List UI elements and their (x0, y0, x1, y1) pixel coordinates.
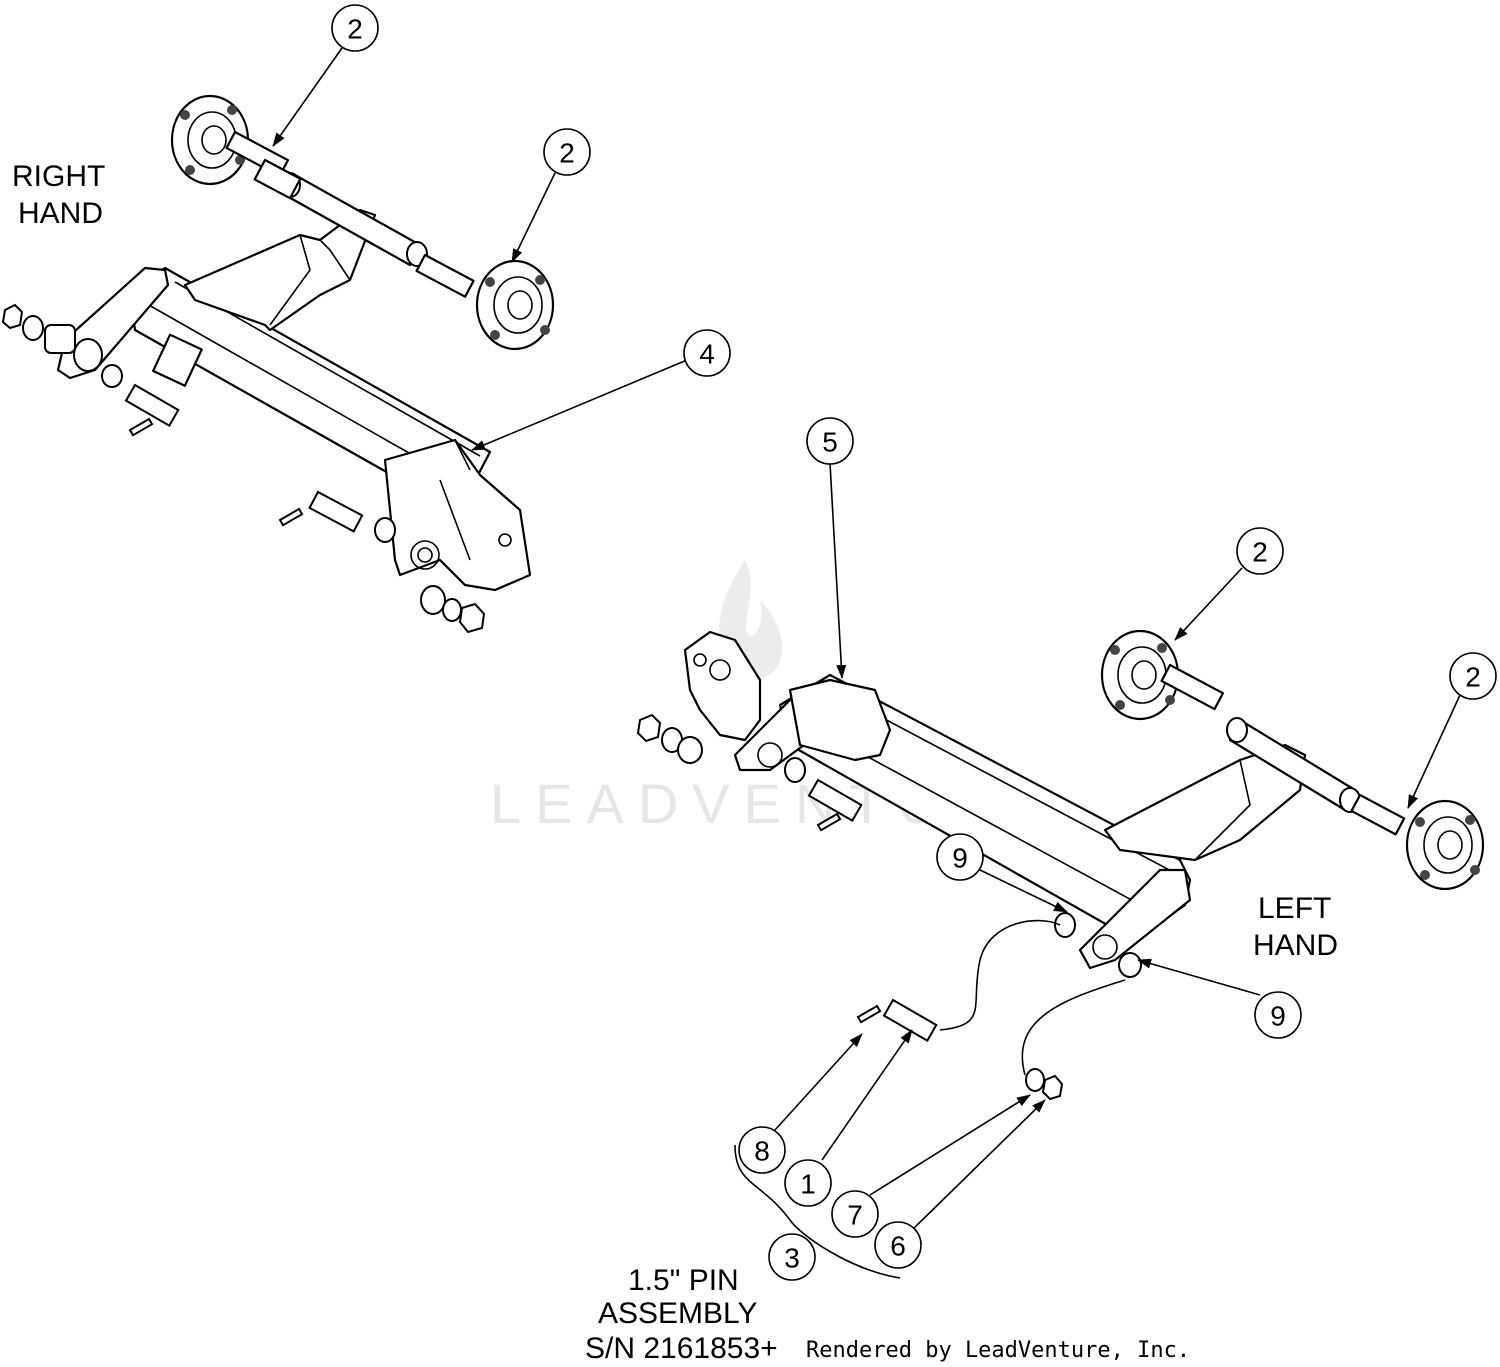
callout-5: 5 (806, 417, 854, 465)
pin-assembly-label-line1: 1.5" PIN (628, 1264, 739, 1297)
callout-2-rh-lower: 2 (543, 128, 591, 176)
svg-text:8: 8 (754, 1136, 770, 1167)
svg-text:2: 2 (1465, 662, 1481, 693)
callout-9-lower: 9 (1254, 991, 1302, 1039)
callout-2-rh-upper: 2 (331, 4, 379, 52)
callout-2-lh-lower: 2 (1449, 652, 1497, 700)
callout-8: 8 (738, 1126, 786, 1174)
callout-3: 3 (768, 1233, 816, 1281)
lh-pin-assembly-hardware (856, 912, 1142, 1101)
rh-hub-lower (415, 253, 555, 351)
lh-beam-hump (788, 678, 892, 762)
lh-hub-lower (1350, 793, 1485, 891)
left-hand-label-line1: LEFT (1258, 892, 1331, 925)
lh-hardware-front (636, 713, 863, 832)
lh-front-bracket (683, 630, 762, 742)
svg-text:4: 4 (699, 339, 715, 370)
callout-2-lh-upper: 2 (1236, 527, 1284, 575)
svg-text:2: 2 (559, 138, 575, 169)
callouts: 2 2 4 5 2 2 9 9 (331, 4, 1497, 1281)
svg-text:2: 2 (1252, 537, 1268, 568)
pin-assembly-label-line3: S/N 2161853+ (585, 1332, 778, 1365)
leader-lines (272, 47, 1461, 1279)
svg-text:7: 7 (847, 1200, 863, 1231)
callout-6: 6 (874, 1221, 922, 1269)
rh-hardware-left (1, 303, 180, 437)
svg-text:2: 2 (347, 14, 363, 45)
lh-rear-plate (1078, 868, 1192, 970)
rh-end-bracket (383, 438, 532, 592)
svg-text:6: 6 (890, 1231, 906, 1262)
svg-text:1: 1 (800, 1169, 816, 1200)
callout-4: 4 (683, 329, 731, 377)
left-hand-label-line2: HAND (1253, 929, 1338, 962)
right-hand-axle-assembly (1, 94, 555, 634)
right-hand-label-line1: RIGHT (12, 160, 105, 193)
rh-hardware-right (278, 490, 486, 634)
text-labels: RIGHT HAND LEFT HAND 1.5" PIN ASSEMBLY S… (12, 160, 1338, 1365)
footer-credit: Rendered by LeadVenture, Inc. (806, 1338, 1190, 1363)
svg-text:3: 3 (784, 1243, 800, 1274)
callout-7: 7 (831, 1190, 879, 1238)
callout-9-upper: 9 (936, 833, 984, 881)
right-hand-label-line2: HAND (18, 197, 103, 230)
svg-text:9: 9 (1270, 1001, 1286, 1032)
pin-assembly-label-line2: ASSEMBLY (598, 1297, 758, 1330)
callout-1: 1 (784, 1159, 832, 1207)
left-hand-axle-assembly (636, 629, 1485, 1101)
lh-hub-upper (1100, 629, 1225, 721)
svg-text:5: 5 (822, 427, 838, 458)
svg-text:9: 9 (952, 843, 968, 874)
